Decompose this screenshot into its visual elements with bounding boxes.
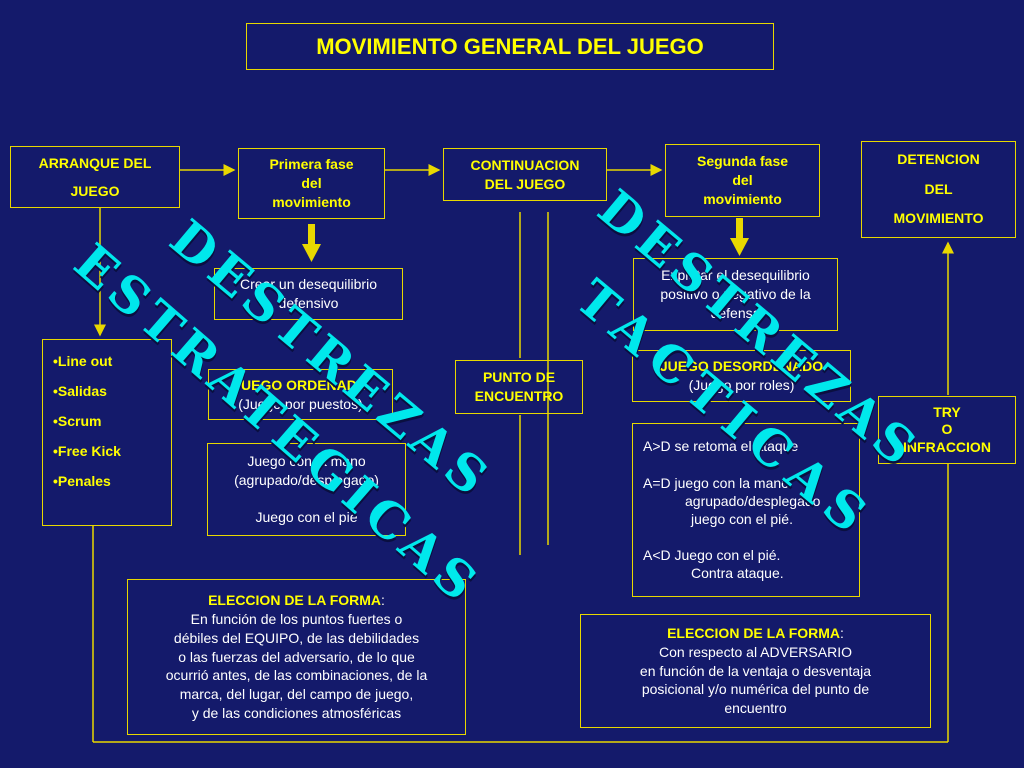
- thick-arrows: [302, 218, 749, 262]
- desequilibrio-line-1: Crear un desequilibrio: [240, 276, 377, 293]
- desequilibrio-line-2: defensivo: [278, 295, 339, 311]
- box-arranque: ARRANQUE DEL JUEGO: [10, 146, 180, 208]
- eleccion-der-line: Con respecto al ADVERSARIO: [659, 643, 852, 660]
- punto-line-2: ENCUENTRO: [474, 388, 564, 404]
- eleccion-der-title: ELECCION DE LA FORMA: [667, 624, 841, 641]
- comp-line: A<D Juego con el pié.: [643, 547, 781, 564]
- comp-line: A>D se retoma el ataque: [643, 438, 799, 455]
- eleccion-izq-title: ELECCION DE LA FORMA: [208, 591, 382, 608]
- box-try-infraccion: TRY O INFRACCION: [878, 396, 1016, 464]
- list-item: •Penales: [53, 473, 111, 489]
- page-title: MOVIMIENTO GENERAL DEL JUEGO: [246, 23, 774, 70]
- box-comparaciones: A>D se retoma el ataque A=D juego con la…: [632, 423, 860, 597]
- comp-line: agrupado/desplegado: [685, 492, 821, 509]
- continuacion-line-1: CONTINUACION: [470, 156, 580, 173]
- primera-line-1: Primera fase: [269, 156, 354, 173]
- segunda-line-1: Segunda fase: [696, 153, 789, 170]
- eleccion-der-line: encuentro: [724, 700, 787, 717]
- primera-line-2: del: [301, 175, 322, 192]
- eleccion-izq-line: débiles del EQUIPO, de las debilidades: [173, 629, 420, 646]
- arranque-line-1: ARRANQUE DEL: [38, 155, 152, 171]
- desordenado-title: JUEGO DESORDENADO: [659, 358, 824, 375]
- ordenado-sub: (Juego por puestos): [238, 395, 363, 412]
- list-item: •Line out: [53, 353, 113, 369]
- box-juego-desordenado: JUEGO DESORDENADO (Juego por roles): [632, 350, 851, 402]
- explotar-line-3: defensa: [710, 304, 761, 321]
- list-item: •Scrum: [53, 413, 102, 429]
- box-list-fases-fijas: •Line out •Salidas •Scrum •Free Kick •Pe…: [42, 339, 172, 526]
- explotar-line-2: positivo o negativo de la: [660, 286, 811, 303]
- explotar-line-1: Explotar el desequilibrio: [661, 267, 810, 284]
- box-mano-pie: Juego con la mano (agrupado/desplegado) …: [207, 443, 406, 536]
- box-juego-ordenado: JUEGO ORDENADO (Juego por puestos): [208, 369, 393, 420]
- try-line-2: O: [941, 421, 953, 438]
- try-line-3: INFRACCION: [903, 438, 991, 455]
- mano-pie-line-2: (agrupado/desplegado): [234, 471, 379, 488]
- box-detencion: DETENCION DEL MOVIMIENTO: [861, 141, 1016, 238]
- eleccion-der-title-row: ELECCION DE LA FORMA:: [667, 624, 844, 643]
- box-segunda-fase: Segunda fase del movimiento: [665, 144, 820, 217]
- segunda-line-2: del: [732, 172, 753, 189]
- comp-line: A=D juego con la mano: [643, 474, 789, 491]
- detencion-line-2: DEL: [924, 180, 953, 197]
- eleccion-der-colon: :: [840, 624, 844, 641]
- box-primera-fase: Primera fase del movimiento: [238, 148, 385, 219]
- eleccion-izq-colon: :: [381, 591, 385, 608]
- eleccion-izq-title-row: ELECCION DE LA FORMA:: [208, 591, 385, 610]
- eleccion-der-line: posicional y/o numérica del punto de: [641, 681, 870, 698]
- comp-line: Contra ataque.: [691, 565, 784, 582]
- box-desequilibrio: Crear un desequilibrio defensivo: [214, 268, 403, 320]
- detencion-line-3: MOVIMIENTO: [893, 210, 984, 227]
- eleccion-izq-line: En función de los puntos fuertes o: [190, 610, 403, 627]
- ordenado-title: JUEGO ORDENADO: [233, 376, 368, 393]
- eleccion-izq-line: ocurrió antes, de las combinaciones, de …: [165, 667, 428, 684]
- box-eleccion-der: ELECCION DE LA FORMA: Con respecto al AD…: [580, 614, 931, 728]
- eleccion-izq-line: o las fuerzas del adversario, de lo que: [178, 648, 415, 665]
- try-line-1: TRY: [933, 403, 961, 420]
- segunda-line-3: movimiento: [703, 190, 782, 207]
- mano-pie-line-1: Juego con la mano: [247, 452, 366, 469]
- primera-line-3: movimiento: [272, 193, 351, 210]
- list-item: •Salidas: [53, 383, 107, 399]
- eleccion-izq-line: y de las condiciones atmosféricas: [191, 705, 402, 722]
- box-punto-encuentro: PUNTO DE ENCUENTRO: [455, 360, 583, 414]
- eleccion-der-line: en función de la ventaja o desventaja: [639, 662, 872, 679]
- box-eleccion-izq: ELECCION DE LA FORMA: En función de los …: [127, 579, 466, 735]
- punto-line-1: PUNTO DE: [482, 369, 556, 386]
- list-item: •Free Kick: [53, 443, 121, 459]
- box-continuacion: CONTINUACION DEL JUEGO: [443, 148, 607, 201]
- box-explotar: Explotar el desequilibrio positivo o neg…: [633, 258, 838, 331]
- continuacion-line-2: DEL JUEGO: [484, 175, 566, 192]
- eleccion-izq-line: marca, del lugar, del campo de juego,: [179, 686, 414, 703]
- mano-pie-line-4: Juego con el pié: [255, 509, 358, 526]
- comp-line: juego con el pié.: [691, 511, 793, 527]
- desordenado-sub: (Juego por roles): [688, 377, 795, 393]
- arranque-line-2: JUEGO: [70, 183, 120, 199]
- detencion-line-1: DETENCION: [897, 151, 980, 168]
